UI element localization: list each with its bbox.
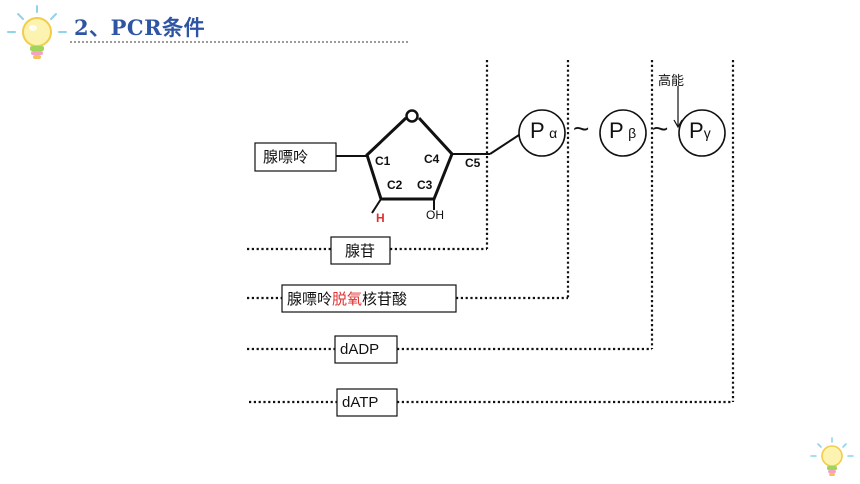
phosphate-beta-label: P β	[609, 118, 637, 143]
phosphate-alpha-circle	[518, 109, 566, 157]
high-energy-bond-2: ~	[652, 113, 669, 144]
pentose-ring	[365, 116, 454, 201]
carbon-5-label: C5	[465, 156, 481, 170]
ring-oxygen-atom	[405, 109, 419, 123]
damp-box-label: 腺嘌呤脱氧核苷酸	[287, 290, 408, 308]
adenosine-box	[330, 236, 391, 265]
hydroxyl-label: OH	[426, 208, 444, 222]
high-energy-label: 高能	[658, 74, 685, 89]
phosphate-beta-circle	[599, 109, 647, 157]
phosphate-alpha-label: P α	[530, 118, 558, 143]
high-energy-bond-1: ~	[573, 113, 590, 144]
adenosine-box-label: 腺苷	[345, 242, 376, 260]
base-box-label: 腺嘌呤	[263, 148, 309, 166]
carbon-4-label: C4	[424, 152, 440, 166]
datp-box	[336, 388, 398, 417]
page-title: 2、PCR条件	[74, 15, 206, 40]
phosphate-gamma-circle	[678, 109, 726, 157]
lightbulb-corner-icon	[808, 436, 856, 480]
phosphate-gamma-label: Pγ	[689, 118, 711, 143]
carbon-3-label: C3	[417, 178, 433, 192]
carbon-2-label: C2	[387, 178, 403, 192]
datp-box-label: dATP	[342, 394, 379, 411]
dotted-guides	[247, 60, 735, 404]
ring-bonds	[336, 134, 520, 214]
title-underline	[70, 41, 408, 43]
base-box	[254, 142, 337, 172]
hydrogen-label: H	[376, 211, 385, 225]
damp-box	[281, 284, 457, 313]
dadp-box-label: dADP	[340, 341, 380, 358]
dadp-box	[334, 335, 398, 364]
lightbulb-logo-icon	[4, 4, 70, 64]
carbon-1-label: C1	[375, 154, 391, 168]
